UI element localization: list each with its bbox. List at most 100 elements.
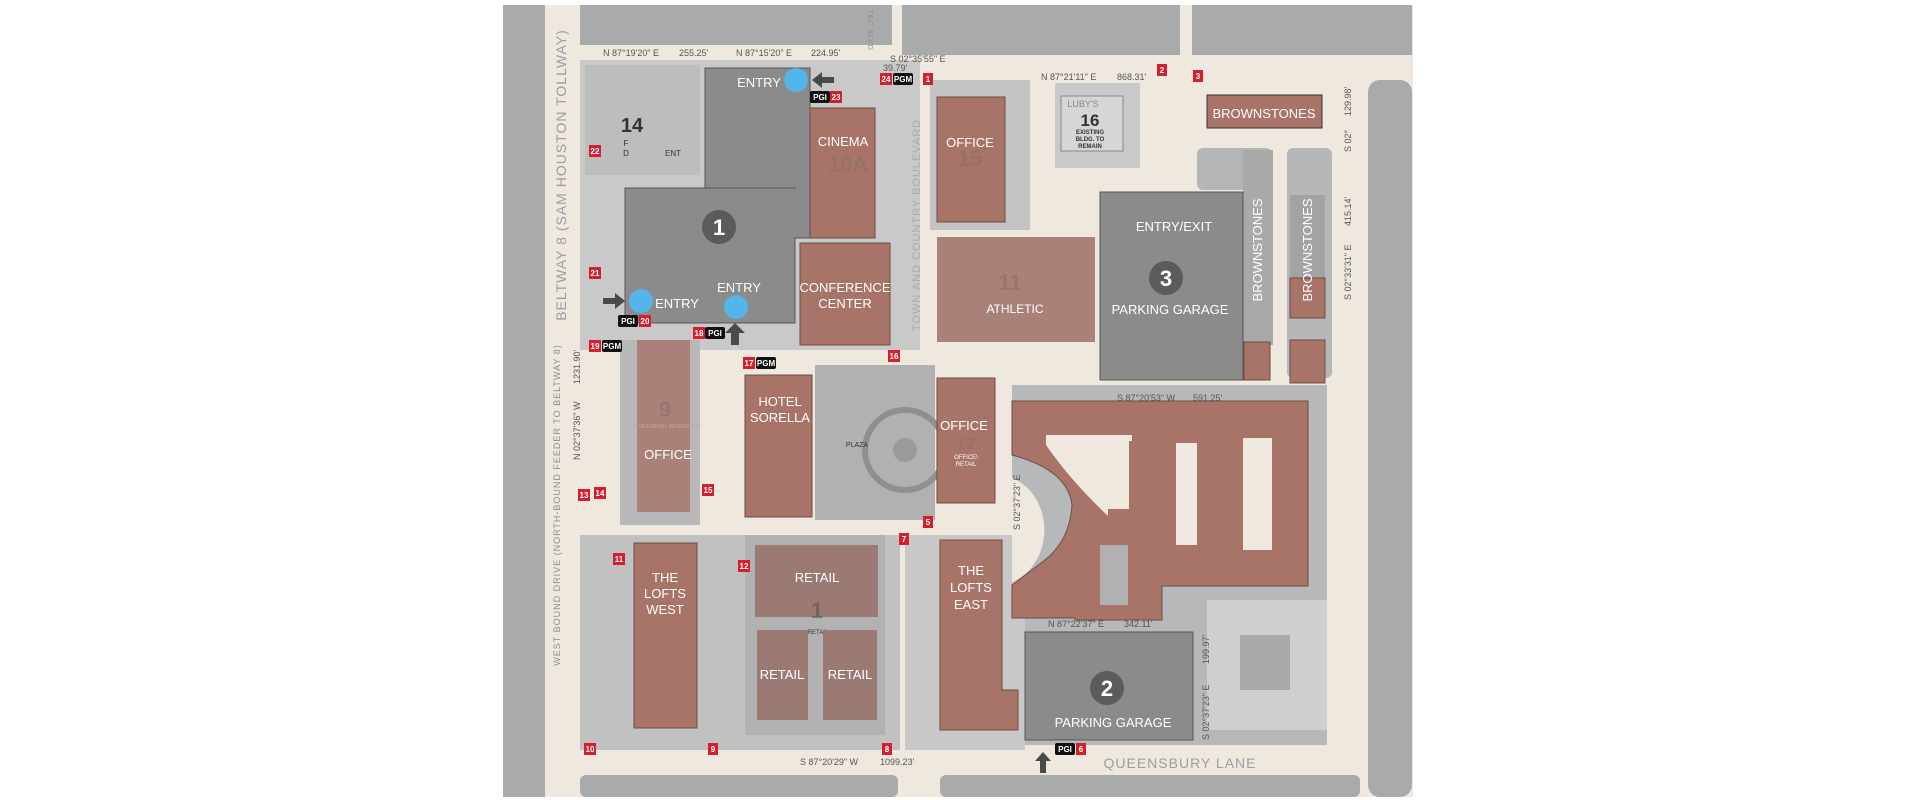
office-12-building[interactable] <box>936 377 996 504</box>
pgm-tag-24: PGM <box>893 73 913 85</box>
marker-1[interactable]: 1 <box>923 73 933 85</box>
town-and-country-label: TOWN AND COUNTRY BOULEVARD <box>911 119 923 331</box>
office-12-label: OFFICE <box>940 418 988 433</box>
hotel-label-2: SORELLA <box>750 410 810 425</box>
large-building-se[interactable] <box>1011 400 1309 621</box>
lubys-note-2: BLDG. TO <box>1076 137 1105 143</box>
marker-number: 19 <box>591 342 600 351</box>
cinema-building[interactable] <box>809 107 876 239</box>
lubys-number: 16 <box>1081 111 1100 130</box>
survey-distance-4: 868.31' <box>1117 72 1147 82</box>
marker-3[interactable]: 3 <box>1193 70 1203 82</box>
marker-11[interactable]: 11 <box>613 553 625 565</box>
garage-2-label: PARKING GARAGE <box>1055 715 1172 730</box>
survey-bearing-4: N 87°21'11" E <box>1041 72 1096 82</box>
building-11[interactable] <box>937 237 1095 342</box>
marker-8[interactable]: 8 <box>882 743 892 755</box>
marker-22[interactable]: 22 <box>589 145 601 157</box>
marker-7[interactable]: 7 <box>899 533 909 545</box>
lot-14-number: 14 <box>621 115 644 137</box>
marker-number: 8 <box>885 745 890 754</box>
marker-number: 1 <box>926 75 931 84</box>
office-9-number: 9 <box>659 397 671 422</box>
office-12-number: 12 <box>957 434 976 453</box>
marker-13[interactable]: 13 <box>578 489 590 501</box>
marker-number: 20 <box>641 317 650 326</box>
marker-21[interactable]: 21 <box>589 267 601 279</box>
marker-16[interactable]: 16 <box>888 350 900 362</box>
retail-southeast-building[interactable] <box>823 630 877 720</box>
marker-24[interactable]: 24 <box>880 73 892 85</box>
entry-marker-west[interactable] <box>629 289 653 313</box>
cinema-number: 10A <box>828 152 868 177</box>
marker-23[interactable]: 23 <box>830 91 842 103</box>
retail-southwest-label: RETAIL <box>760 667 805 682</box>
marker-number: 11 <box>615 555 624 564</box>
lofts-west-label-1: THE <box>652 570 678 585</box>
marker-19[interactable]: 19 <box>589 340 601 352</box>
survey-bearing-7: S 87°20'53" W <box>1117 393 1176 403</box>
marker-20[interactable]: 20 <box>639 315 651 327</box>
marker-18[interactable]: 18 <box>693 327 705 339</box>
garage-3-number: 3 <box>1160 266 1172 291</box>
marker-number: 5 <box>926 518 931 527</box>
office-12-note-1: OFFICE\ <box>954 455 978 461</box>
survey-bearing-10: S 87°20'29" W <box>800 757 859 767</box>
garage-3-marker <box>1149 261 1183 295</box>
survey-bearing-2: N 87°15'20" E <box>736 48 792 58</box>
marker-15[interactable]: 15 <box>702 484 714 496</box>
tag-text: PGI <box>813 93 827 102</box>
block-south-2 <box>940 775 1360 797</box>
plaza-area <box>815 365 935 520</box>
marker-10[interactable]: 10 <box>584 743 596 755</box>
brownstones-east-row <box>1290 195 1325 280</box>
survey-bearing-11: N 02°37'36" W <box>572 401 582 460</box>
entry-marker-south[interactable] <box>724 295 748 319</box>
adjacent-building <box>1240 635 1290 690</box>
survey-bearing-5: S 02° <box>1343 129 1353 152</box>
marker-2[interactable]: 2 <box>1157 64 1167 76</box>
marker-number: 2 <box>1160 66 1165 75</box>
block-north-1 <box>580 5 892 45</box>
marker-14[interactable]: 14 <box>594 487 606 499</box>
hotel-sorella-building[interactable] <box>744 374 813 518</box>
block-east <box>1368 80 1412 797</box>
brownstones-east-unit-1[interactable] <box>1289 277 1326 319</box>
brownstones-mid-label: BROWNSTONES <box>1250 198 1265 301</box>
brownstones-mid-unit[interactable] <box>1243 341 1271 381</box>
hotel-label-1: HOTEL <box>758 394 801 409</box>
garage-3-label: PARKING GARAGE <box>1112 302 1229 317</box>
marker-number: 6 <box>1079 745 1084 754</box>
retail-southwest-building[interactable] <box>757 630 808 720</box>
brownstones-north-label: BROWNSTONES <box>1212 106 1315 121</box>
marker-number: 10 <box>586 745 595 754</box>
survey-distance-5: 129.98' <box>1343 86 1353 116</box>
lofts-west-building[interactable] <box>633 542 698 729</box>
office-9-building[interactable] <box>637 340 690 512</box>
brownstones-north[interactable] <box>1206 94 1323 129</box>
marker-12[interactable]: 12 <box>738 560 750 572</box>
pgi-tag-20: PGI <box>618 315 638 327</box>
retail-north-building[interactable] <box>755 545 878 617</box>
conference-center-building[interactable] <box>799 242 891 346</box>
marker-17[interactable]: 17 <box>743 357 755 369</box>
tc-blvd-label: T&C BLVD <box>866 9 873 51</box>
entry-marker-north[interactable] <box>784 68 808 92</box>
building-11-label: ATHLETIC <box>986 302 1043 316</box>
arrow-up-icon <box>1035 752 1051 773</box>
office-15-building[interactable] <box>936 96 1006 223</box>
brownstones-east-label: BROWNSTONES <box>1300 198 1315 301</box>
marker-9[interactable]: 9 <box>708 743 718 755</box>
marker-6[interactable]: 6 <box>1076 743 1086 755</box>
lot-14 <box>585 65 700 175</box>
block-north-3 <box>1192 5 1412 55</box>
lubys-building[interactable] <box>1060 95 1124 152</box>
lofts-east-building[interactable] <box>939 539 1019 731</box>
brownstones-mid-row <box>1243 150 1273 345</box>
retail-southeast-label: RETAIL <box>828 667 873 682</box>
arrow-up-icon <box>725 323 745 345</box>
marker-5[interactable]: 5 <box>923 516 933 528</box>
beltway-median <box>503 5 545 797</box>
survey-distance-3: 39.79' <box>883 63 908 73</box>
brownstones-east-unit-2[interactable] <box>1289 339 1326 384</box>
